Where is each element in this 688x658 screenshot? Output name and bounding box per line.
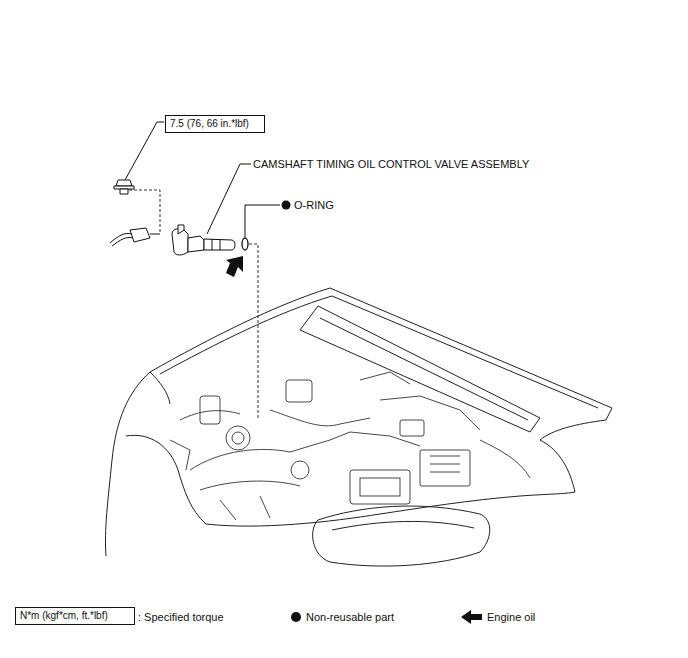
assembly-lines xyxy=(124,190,258,418)
legend-text: Engine oil xyxy=(487,611,535,624)
o-ring xyxy=(242,238,248,250)
wire-connector xyxy=(150,234,160,235)
engine-bay xyxy=(400,420,424,436)
wire-connector xyxy=(110,233,132,243)
vehicle-outline xyxy=(540,440,575,492)
bolt xyxy=(116,180,132,186)
vehicle-outline xyxy=(206,492,575,526)
leader-lines xyxy=(125,122,164,180)
engine-bay xyxy=(170,440,190,470)
engine-bay xyxy=(220,496,270,520)
engine-bay xyxy=(270,410,370,426)
box-text: N*m (kgf*cm, ft.*lbf) xyxy=(20,610,130,622)
engine-bay xyxy=(330,432,420,446)
engine-bay xyxy=(190,440,330,470)
oil-control-valve xyxy=(188,236,204,252)
engine-bay xyxy=(232,432,244,444)
vehicle-outline xyxy=(160,296,598,408)
bolt xyxy=(114,180,134,194)
engine-bay xyxy=(170,372,530,520)
non-reusable-dot xyxy=(282,201,291,210)
engine-bay xyxy=(480,440,530,478)
vehicle-outline xyxy=(105,288,612,566)
assembly-lines xyxy=(249,244,258,418)
part-name: CAMSHAFT TIMING OIL CONTROL VALVE ASSEMB… xyxy=(253,158,529,171)
vehicle-outline xyxy=(300,306,540,432)
engine-bay xyxy=(360,372,410,384)
vehicle-outline xyxy=(332,521,474,530)
leader-lines xyxy=(125,122,280,237)
oil-control-valve xyxy=(178,225,184,234)
vehicle-outline xyxy=(150,372,170,404)
wire-connector xyxy=(130,228,150,242)
engine-bay xyxy=(380,396,480,430)
legend-text: : Specified torque xyxy=(138,611,224,624)
legend-text: Non-reusable part xyxy=(306,611,394,624)
oil-control-valve xyxy=(204,239,235,250)
leader-lines xyxy=(245,205,280,237)
oil-arrow xyxy=(226,256,243,277)
bolt xyxy=(120,189,128,194)
torque-box: 7.5 (76, 66 in.*lbf) xyxy=(165,115,265,133)
leader-lines xyxy=(207,164,251,234)
wire-connector xyxy=(112,237,133,246)
engine-bay xyxy=(430,456,460,472)
engine-bay xyxy=(180,411,240,420)
engine-bay xyxy=(200,396,220,424)
box-text: 7.5 (76, 66 in.*lbf) xyxy=(170,118,260,130)
engine-bay xyxy=(360,478,400,496)
engine-bay xyxy=(350,470,410,504)
engine-bay xyxy=(200,481,300,490)
legend-torque-box: N*m (kgf*cm, ft.*lbf) xyxy=(15,607,135,625)
legend-oil-arrow xyxy=(461,610,482,624)
engine-bay xyxy=(420,450,470,486)
legend-dot xyxy=(291,612,301,622)
engine-bay xyxy=(286,380,312,402)
wire-connector xyxy=(110,228,160,246)
part-name: O-RING xyxy=(294,199,334,212)
vehicle-outline xyxy=(313,506,490,566)
oil-control-valve xyxy=(212,239,220,250)
engine-bay xyxy=(291,461,309,479)
engine-bay xyxy=(226,426,250,450)
vehicle-outline xyxy=(126,435,206,524)
vehicle-outline xyxy=(320,318,528,420)
assembly-lines xyxy=(124,190,160,232)
oil-control-valve xyxy=(172,225,235,255)
vehicle-outline xyxy=(105,372,150,556)
vehicle-outline xyxy=(150,288,612,440)
